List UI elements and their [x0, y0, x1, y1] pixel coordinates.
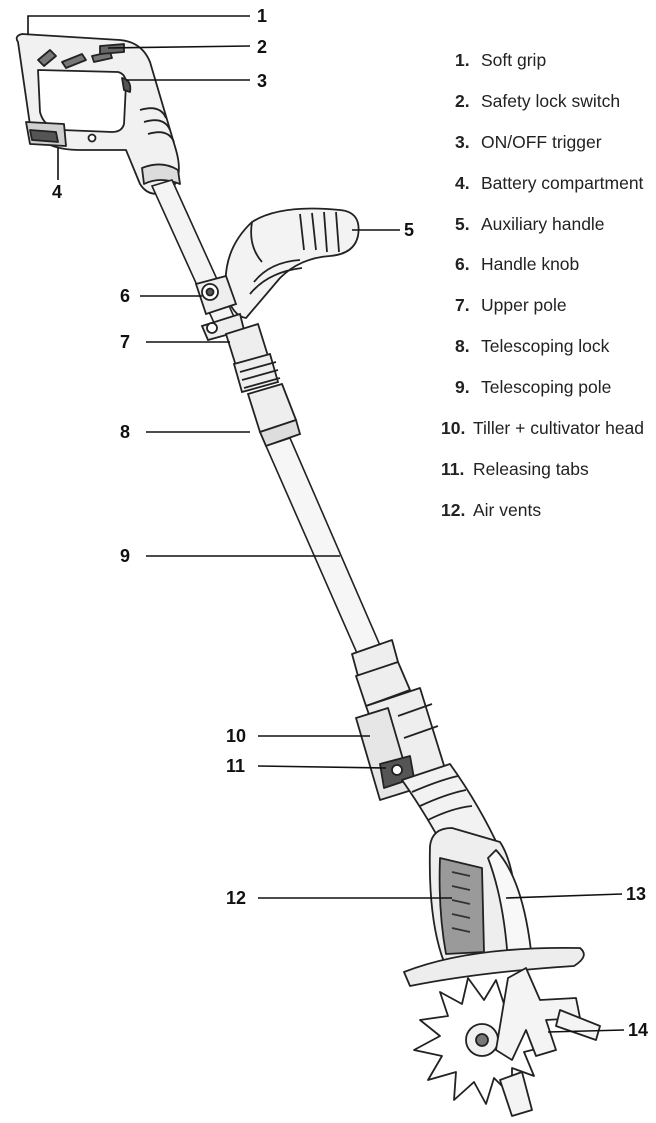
legend-item: 5. Auxiliary handle: [455, 212, 656, 253]
legend-label: Telescoping lock: [481, 336, 610, 357]
leader-11: [257, 765, 387, 769]
legend-item: 1. Soft grip: [455, 48, 656, 89]
legend-num: 4.: [455, 172, 470, 193]
leader-13: [505, 893, 623, 899]
legend-item: 3. ON/OFF trigger: [455, 130, 656, 171]
legend-label: Safety lock switch: [481, 90, 621, 111]
legend-item: 2. Safety lock switch: [455, 89, 656, 130]
legend-label: ON/OFF trigger: [481, 131, 602, 152]
legend-num: 6.: [455, 254, 470, 275]
legend-label: Releasing tabs: [473, 458, 589, 479]
legend-item: 6. Handle knob: [455, 252, 656, 293]
legend-num: 8.: [455, 336, 470, 357]
callout-7: 7: [120, 332, 131, 352]
leader-2: [107, 45, 251, 49]
legend-item: 4. Battery compartment: [455, 171, 656, 212]
rear-handle: [15, 33, 181, 195]
tines: [413, 967, 601, 1117]
callout-6: 6: [120, 286, 131, 306]
callout-3: 3: [257, 71, 268, 91]
legend-num: 1.: [455, 50, 470, 70]
legend-item: 10. Tiller + cultivator head: [441, 416, 656, 457]
leader-1: [27, 15, 250, 34]
callout-2: 2: [257, 37, 268, 57]
callout-11: 11: [226, 756, 246, 776]
callout-5: 5: [404, 220, 415, 240]
legend-label: Handle knob: [481, 254, 580, 275]
legend-num: 3.: [455, 131, 470, 152]
motor-housing: [428, 827, 533, 963]
legend-num: 9.: [455, 377, 470, 398]
legend-label: Telescoping pole: [481, 377, 612, 398]
parts-legend: 1. Soft grip 2. Safety lock switch 3. ON/OF…: [441, 48, 656, 539]
legend-label: Auxiliary handle: [481, 213, 605, 234]
legend-num: 7.: [455, 295, 470, 316]
callout-9: 9: [120, 546, 131, 566]
legend-num: 5.: [455, 213, 470, 234]
legend-item: 9. Telescoping pole: [455, 375, 656, 416]
legend-num: 10.: [441, 418, 466, 439]
callout-4: 4: [52, 182, 63, 202]
legend-num: 12.: [441, 499, 466, 520]
callout-8: 8: [120, 422, 131, 442]
callout-1: 1: [257, 6, 268, 26]
legend-num: 2.: [455, 90, 470, 111]
legend-item: 7. Upper pole: [455, 293, 656, 334]
legend-label: Tiller + cultivator head: [473, 418, 645, 439]
legend-item: 8. Telescoping lock: [455, 334, 656, 375]
leader-14: [547, 1029, 625, 1033]
leader-lines: [27, 15, 625, 1033]
callout-10: 10: [226, 726, 247, 746]
telescoping-pole: [264, 437, 384, 662]
legend-item: 12. Air vents: [441, 498, 656, 539]
handle-knob: [194, 274, 246, 342]
legend-label: Soft grip: [481, 50, 547, 70]
telescoping-lock: [224, 322, 302, 448]
upper-pole: [150, 179, 242, 337]
callout-14: 14: [628, 1020, 649, 1040]
legend-num: 11.: [441, 458, 465, 479]
callout-12: 12: [226, 888, 247, 908]
legend-label: Battery compartment: [481, 172, 644, 193]
auxiliary-handle: [224, 207, 360, 319]
legend-item: 11. Releasing tabs: [441, 457, 656, 498]
legend-label: Air vents: [473, 499, 542, 520]
tine-shield: [403, 946, 585, 987]
callout-13: 13: [626, 884, 647, 904]
legend-label: Upper pole: [481, 295, 567, 316]
